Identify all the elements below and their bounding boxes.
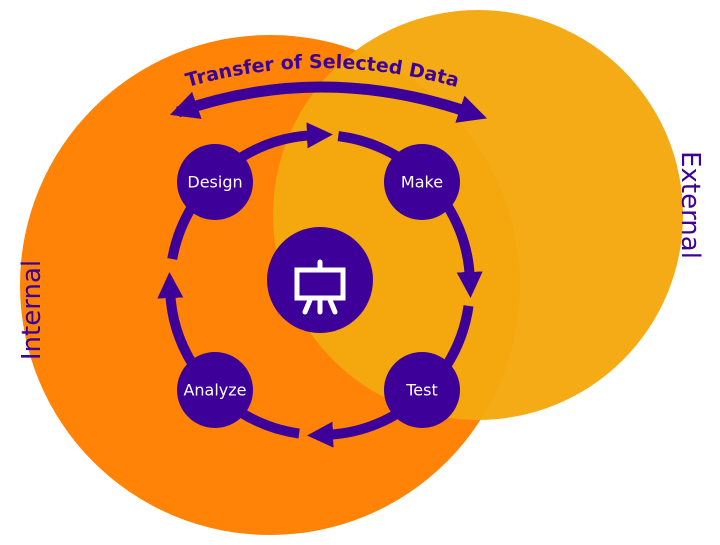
arrow-analyze-to-left <box>157 272 198 368</box>
external-label: External <box>675 151 705 259</box>
node-analyze: Analyze <box>177 352 253 428</box>
center-hub <box>267 227 373 333</box>
arc-bottom-to-analyze <box>237 407 300 439</box>
cycle-arrows <box>157 122 483 448</box>
arrow-make-to-right <box>442 202 483 298</box>
node-design: Design <box>177 144 253 220</box>
node-analyze-label: Analyze <box>183 381 246 400</box>
node-make-label: Make <box>401 173 443 192</box>
arrow-test-to-bottom <box>307 407 403 448</box>
node-make: Make <box>384 144 460 220</box>
presentation-easel-icon <box>294 259 346 315</box>
arrow-design-to-top <box>237 122 333 163</box>
node-test: Test <box>384 352 460 428</box>
arc-right-to-test <box>442 305 474 368</box>
node-test-label: Test <box>405 381 438 400</box>
transfer-double-arrow <box>169 81 487 123</box>
internal-label: Internal <box>17 260 47 360</box>
node-design-label: Design <box>187 173 242 192</box>
